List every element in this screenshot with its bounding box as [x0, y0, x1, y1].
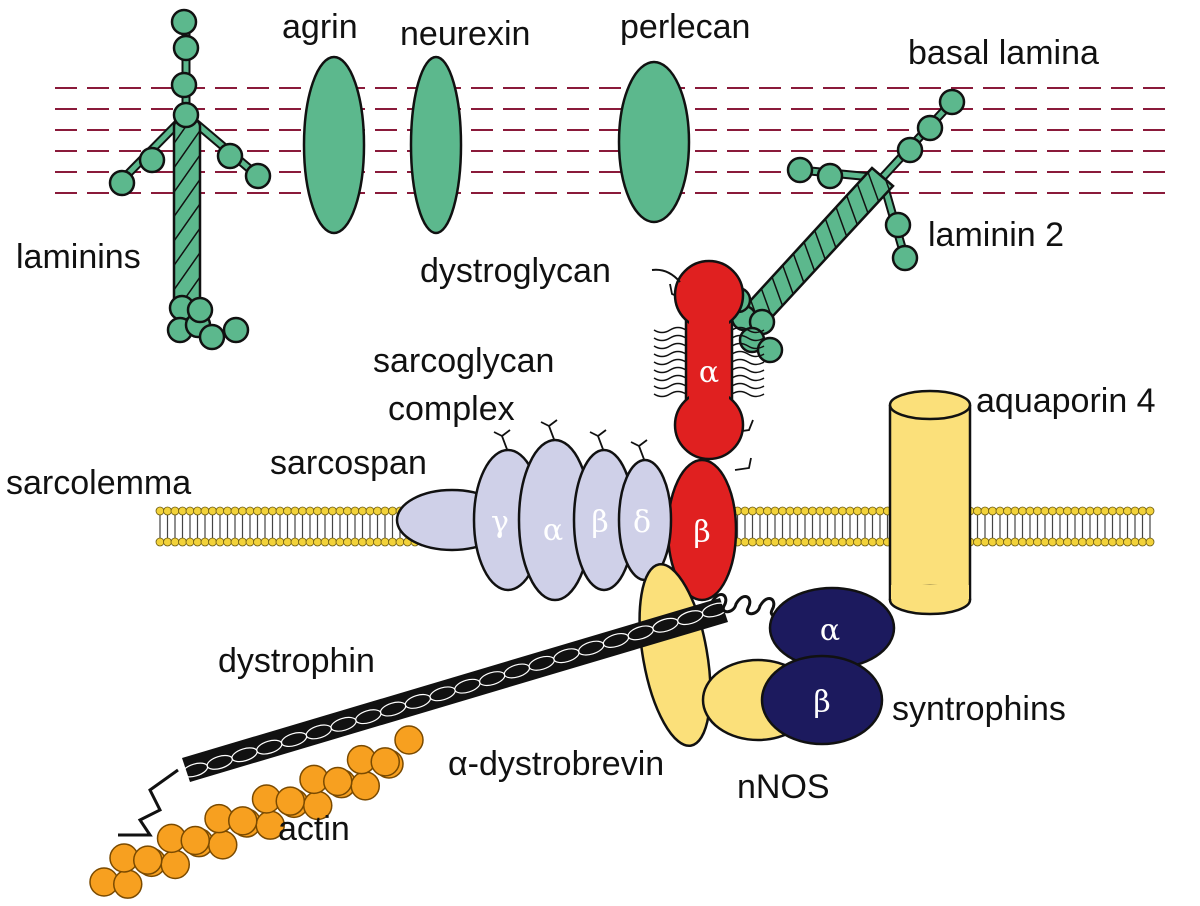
aquaporin4-cylinder — [888, 389, 972, 616]
label-sarcoglycan-line1: sarcoglycan — [373, 342, 554, 380]
sarcoglycan-beta-symbol: β — [591, 505, 608, 540]
laminins-molecule — [108, 8, 272, 351]
label-neurexin: neurexin — [400, 15, 530, 53]
label-basal-lamina: basal lamina — [908, 34, 1099, 72]
label-laminin2: laminin 2 — [928, 216, 1064, 254]
sarcoglycan-complex: γ α β δ — [395, 419, 673, 602]
dystroglycan-complex: α β — [653, 259, 765, 602]
syntrophin-beta-symbol: β — [813, 685, 830, 720]
label-sarcolemma: sarcolemma — [6, 464, 191, 502]
label-aquaporin4: aquaporin 4 — [976, 382, 1156, 420]
actin-filament — [89, 725, 424, 899]
agrin-ellipse — [302, 55, 366, 235]
label-sarcoglycan-line2: complex — [388, 390, 515, 428]
label-laminins: laminins — [16, 238, 141, 276]
label-dystrophin: dystrophin — [218, 642, 375, 680]
sarcoglycan-gamma-symbol: γ — [491, 505, 509, 540]
dystroglycan-alpha-symbol: α — [699, 355, 719, 390]
label-dystrobrevin: α-dystrobrevin — [448, 745, 664, 783]
laminin2-molecule — [724, 88, 966, 364]
label-dystroglycan: dystroglycan — [420, 252, 611, 290]
label-nnos: nNOS — [737, 768, 830, 806]
label-sarcospan: sarcospan — [270, 444, 427, 482]
perlecan-ellipse — [617, 60, 691, 224]
sarcoglycan-alpha-symbol: α — [543, 513, 563, 548]
sarcoglycan-delta-symbol: δ — [633, 505, 651, 540]
label-actin: actin — [278, 810, 350, 848]
syntrophin-beta-ellipse — [760, 654, 884, 746]
label-perlecan: perlecan — [620, 8, 750, 46]
label-syntrophins: syntrophins — [892, 690, 1066, 728]
basal-lamina-lines — [55, 87, 1165, 194]
dystroglycan-beta-symbol: β — [693, 515, 710, 550]
neurexin-ellipse — [409, 55, 463, 235]
dystrophin-rod — [118, 593, 834, 837]
label-agrin: agrin — [282, 8, 358, 46]
syntrophin-alpha-symbol: α — [820, 613, 840, 648]
